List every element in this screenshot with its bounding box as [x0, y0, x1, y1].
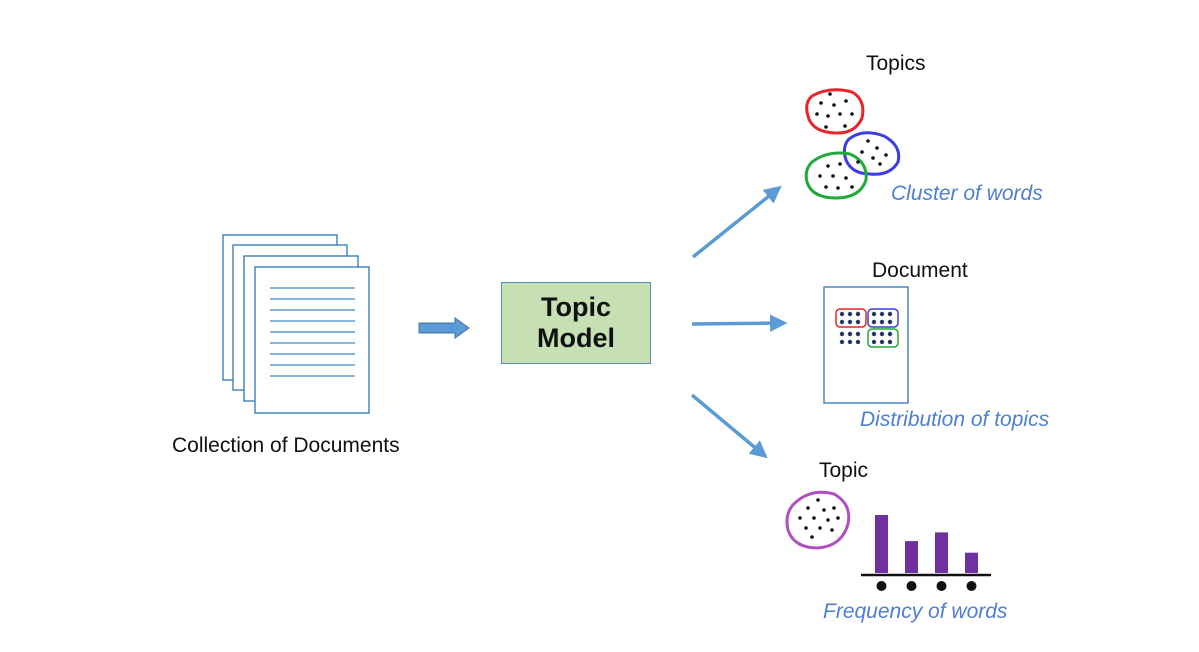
frequency-caption: Frequency of words [823, 600, 1008, 623]
distribution-caption: Distribution of topics [860, 408, 1050, 431]
frequency-bar [965, 552, 978, 573]
document-icon [823, 286, 909, 404]
word-marker [966, 581, 977, 591]
arrow-to-topics [691, 185, 782, 259]
output-arrows [690, 185, 788, 459]
model-box-fill [501, 282, 651, 364]
topic-cluster-icon [785, 490, 851, 550]
document-heading: Document [872, 259, 968, 282]
right-arrow-icon [418, 317, 470, 339]
word-marker [876, 581, 887, 591]
arrow-to-topic [690, 393, 768, 459]
arrow-to-document [691, 314, 788, 332]
frequency-bar [875, 515, 888, 573]
frequency-bar [905, 541, 918, 573]
topic-heading: Topic [819, 459, 869, 482]
topic-model-box: Topic Model [501, 282, 651, 364]
collection-label: Collection of Documents [172, 434, 400, 457]
frequency-bar [935, 532, 948, 573]
bar-chart-icon [861, 515, 991, 591]
word-cluster-icon [804, 88, 901, 200]
document-stack-icon [222, 234, 370, 414]
word-marker [906, 581, 917, 591]
word-marker [936, 581, 947, 591]
topics-heading: Topics [866, 52, 926, 75]
cluster-caption: Cluster of words [891, 182, 1043, 205]
